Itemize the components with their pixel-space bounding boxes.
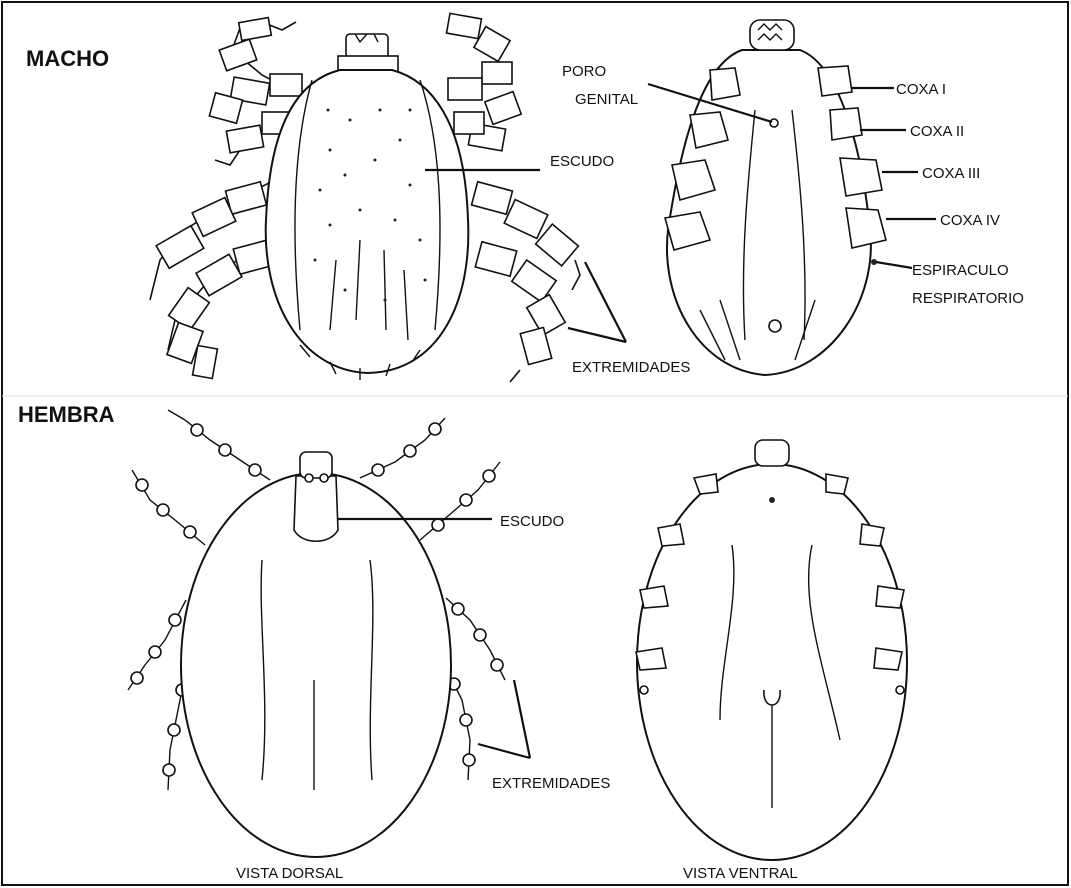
female-escudo-label: ESCUDO [500, 513, 564, 530]
male-dorsal-figure [150, 13, 580, 382]
coxa-3-label: COXA III [922, 165, 980, 182]
female-dorsal-capitulum [300, 452, 332, 478]
male-extremidades-leader-2 [568, 328, 626, 342]
coxa-2-label: COXA II [910, 123, 964, 140]
poro-genital-label-line1: PORO [562, 63, 606, 80]
coxa-1-label: COXA I [896, 81, 946, 98]
female-section-label: HEMBRA [18, 402, 115, 427]
male-extremidades-label: EXTREMIDADES [572, 359, 690, 376]
espiraculo-label-line2: RESPIRATORIO [912, 290, 1024, 307]
female-ventral-capitulum [755, 440, 789, 466]
female-dorsal-figure [128, 410, 505, 857]
female-ventral-figure [636, 440, 907, 860]
male-extremidades-leader-1 [585, 262, 626, 342]
male-dorsal-body [266, 70, 469, 373]
male-ventral-capitulum [750, 20, 794, 50]
male-section-label: MACHO [26, 46, 109, 71]
coxa-4-label: COXA IV [940, 212, 1000, 229]
female-dorsal-scutum [294, 476, 338, 541]
genital-pore [770, 119, 778, 127]
male-ventral-figure [665, 20, 886, 375]
dorsal-view-caption: VISTA DORSAL [236, 865, 343, 882]
female-extremidades-leader-1 [514, 680, 530, 758]
female-extremidades-label: EXTREMIDADES [492, 775, 610, 792]
male-escudo-label: ESCUDO [550, 153, 614, 170]
poro-genital-label-line2: GENITAL [575, 91, 638, 108]
female-genital-aperture [764, 690, 780, 705]
espiraculo-leader [876, 262, 912, 268]
ventral-view-caption: VISTA VENTRAL [683, 865, 798, 882]
espiraculo-label-line1: ESPIRACULO [912, 262, 1009, 279]
female-extremidades-leader-2 [478, 744, 530, 758]
